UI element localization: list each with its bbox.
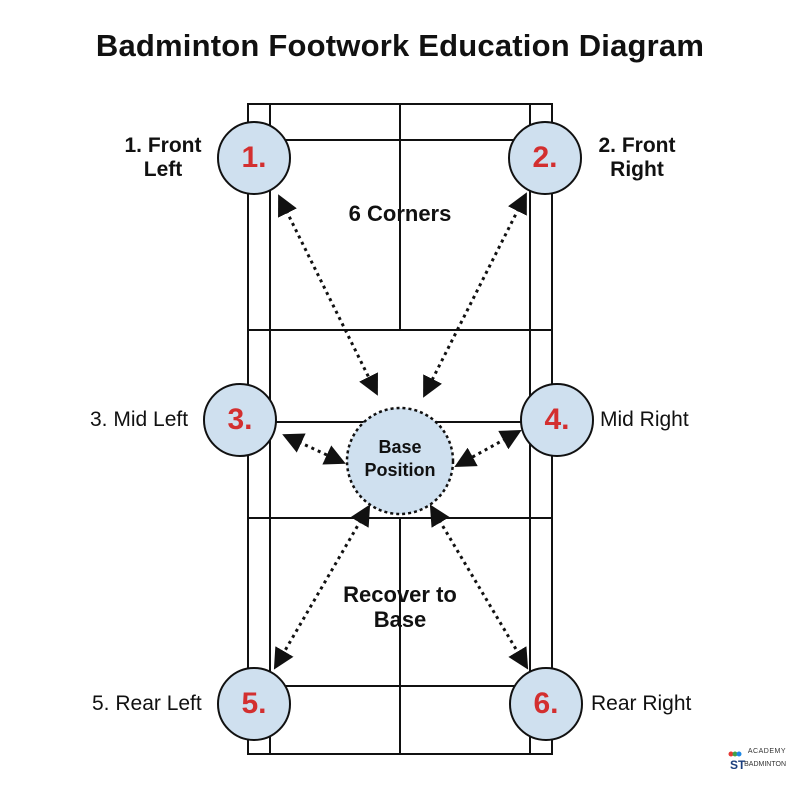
base-line2: Position [364, 460, 436, 480]
logo-academy-text: ACADEMY [747, 748, 786, 755]
label-front-right-line2: Right [610, 158, 664, 181]
corner-circle-1 [217, 121, 291, 195]
recover-to-base-label: Recover to Base [310, 582, 490, 632]
base-position-label: Base Position [345, 436, 455, 482]
movement-arrows [273, 192, 529, 670]
arrow-mid-right [454, 429, 522, 468]
label-mid-right: Mid Right [600, 408, 689, 431]
logo-mark-icon [728, 751, 742, 757]
label-front-left-line1: 1. Front [124, 134, 202, 157]
arrow-rear-left [273, 504, 371, 670]
label-mid-left: 3. Mid Left [90, 408, 189, 431]
corner-number-2: 2. [532, 141, 558, 174]
label-front-left: 1. Front Left [108, 134, 218, 182]
academy-logo: ACADEMY ST BADMINTON [728, 748, 786, 782]
label-front-left-line2: Left [143, 158, 183, 181]
corner-circle-2 [508, 121, 582, 195]
corner-number-6: 6. [533, 687, 559, 720]
label-rear-left: 5. Rear Left [92, 692, 202, 715]
label-front-right-line1: 2. Front [598, 134, 676, 157]
six-corners-label: 6 Corners [348, 201, 452, 226]
corner-circle-5 [217, 667, 291, 741]
label-rear-right: Rear Right [591, 692, 692, 715]
recover-line2: Base [373, 607, 427, 632]
corner-circle-4 [520, 383, 594, 457]
corner-number-4: 4. [544, 403, 570, 436]
corner-number-1: 1. [241, 141, 267, 174]
base-position-circle [345, 406, 455, 516]
corner-number-5: 5. [241, 687, 267, 720]
corner-circle-3 [203, 383, 277, 457]
arrow-mid-left [282, 433, 346, 465]
diagram-title: Badminton Footwork Education Diagram [95, 28, 705, 63]
arrow-front-left [278, 194, 378, 396]
label-front-right: 2. Front Right [582, 134, 692, 182]
base-line1: Base [378, 437, 422, 457]
logo-brand-text: ST [730, 758, 746, 772]
logo-badminton-text: BADMINTON [744, 761, 786, 768]
recover-line1: Recover to [343, 582, 457, 607]
corner-number-3: 3. [227, 403, 253, 436]
corner-circle-6 [509, 667, 583, 741]
arrow-rear-right [429, 504, 529, 670]
arrow-front-right [423, 192, 527, 398]
